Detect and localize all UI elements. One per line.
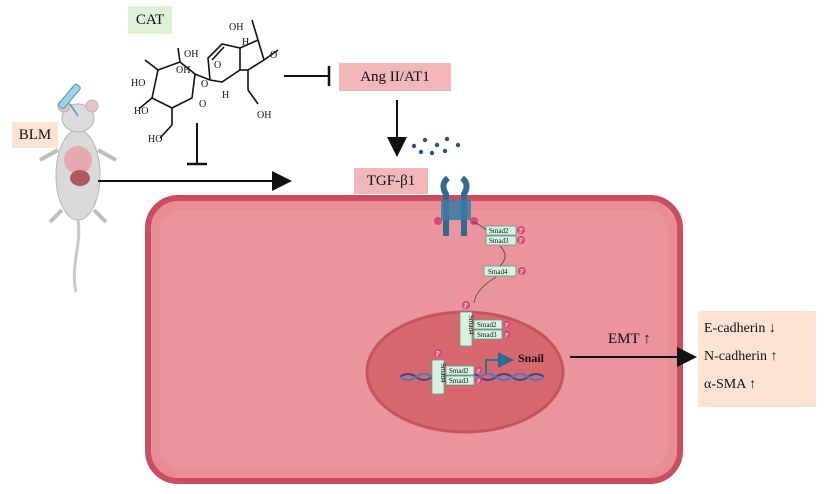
atom-label: O — [199, 99, 206, 110]
smad4-label: Smad4 — [488, 268, 508, 276]
atom-label: OH — [229, 22, 243, 33]
transcription-arrow — [485, 352, 514, 374]
emt-markers-box: E-cadherin ↓ N-cadherin ↑ α-SMA ↑ — [698, 311, 816, 407]
tgf-label: TGF-β1 — [354, 168, 428, 194]
marker-e-cadherin: E-cadherin ↓ — [704, 321, 776, 336]
atom-label: H — [242, 37, 249, 48]
atom-label: O — [214, 60, 221, 71]
phospho-label: P — [464, 302, 468, 310]
blm-label: BLM — [12, 122, 58, 148]
cat-label: CAT — [128, 6, 172, 34]
smad-complex-upper: Smad4 Smad2 Smad3 P P P — [459, 301, 511, 347]
phospho-label: P — [519, 237, 523, 245]
phospho-label: P — [505, 333, 509, 339]
smad2-label: Smad2 — [449, 367, 469, 375]
smad4-label: Smad4 — [467, 315, 475, 335]
atom-label: O — [201, 79, 208, 90]
mouse-illustration — [39, 99, 117, 293]
ang-label: Ang II/AT1 — [339, 63, 451, 91]
phospho-label: P — [477, 369, 481, 375]
emt-label: EMT ↑ — [608, 331, 651, 347]
smad-complex-dna: Smad4 Smad2 Smad3 P P P — [431, 349, 483, 395]
tgf-receptor-icon — [434, 175, 478, 236]
smad3-label: Smad3 — [477, 331, 497, 339]
smad3-label: Smad3 — [489, 237, 509, 245]
atom-label: OH — [184, 49, 198, 60]
smad-complex-receptor: Smad2 Smad3 P P — [471, 221, 525, 246]
smad4-cytoplasm: Smad4 P — [473, 245, 526, 304]
atom-label: HO — [134, 106, 148, 117]
atom-label: OH — [176, 65, 190, 76]
atom-label: H — [222, 90, 229, 101]
phospho-label: P — [519, 227, 523, 235]
cat-molecule-atoms: OH OH HO HO OH O O O O H H OH HO — [131, 22, 277, 145]
phospho-label: P — [477, 379, 481, 385]
smad4-label: Smad4 — [439, 363, 447, 383]
atom-label: HO — [131, 78, 145, 89]
smad2-label: Smad2 — [477, 321, 497, 329]
phospho-label: P — [520, 268, 524, 276]
marker-alpha-sma: α-SMA ↑ — [704, 377, 757, 392]
phospho-label: P — [436, 350, 440, 358]
snail-label: Snail — [518, 351, 545, 365]
atom-label: OH — [257, 110, 271, 121]
phospho-label: P — [505, 323, 509, 329]
smad2-label: Smad2 — [489, 227, 509, 235]
atom-label: O — [270, 50, 277, 61]
smad3-label: Smad3 — [449, 377, 469, 385]
marker-n-cadherin: N-cadherin ↑ — [704, 349, 778, 364]
cat-molecule-structure — [139, 19, 279, 139]
atom-label: HO — [148, 134, 162, 145]
syringe-icon — [58, 83, 81, 117]
tgf-ligand-dots — [411, 136, 461, 156]
